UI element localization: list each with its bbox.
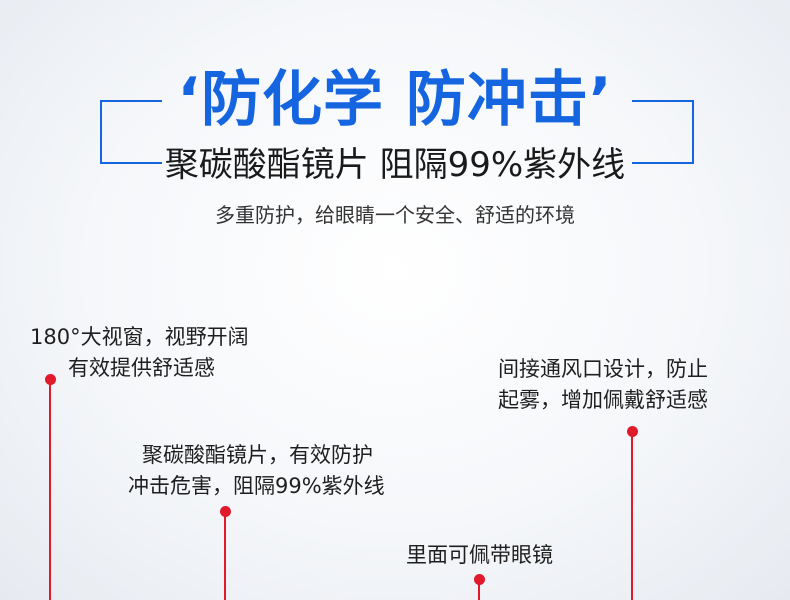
callout-ventilation: 间接通风口设计，防止 起雾，增加佩戴舒适感 (498, 354, 708, 416)
tagline: 多重防护，给眼睛一个安全、舒适的环境 (215, 203, 575, 227)
callout-wide-view: 180°大视窗，视野开阔 有效提供舒适感 (30, 322, 249, 384)
headline-bracket-right (632, 100, 694, 164)
callout-ventilation-line1: 间接通风口设计，防止 (498, 357, 708, 381)
callout-wide-view-dot (44, 374, 56, 385)
headline: ‘防化学 防冲击’ (177, 65, 613, 135)
callout-over-glasses-leader (478, 582, 480, 600)
callout-polycarbonate-lens-line2: 冲击危害，阻隔99%紫外线 (128, 474, 385, 498)
callout-over-glasses-dot (473, 574, 485, 585)
callout-ventilation-leader (631, 434, 633, 600)
headline-bracket-left (100, 100, 162, 164)
callout-over-glasses: 里面可佩带眼镜 (406, 540, 553, 571)
callout-wide-view-line2: 有效提供舒适感 (68, 356, 215, 380)
callout-over-glasses-line1: 里面可佩带眼镜 (406, 543, 553, 567)
callout-polycarbonate-lens-dot (219, 506, 231, 517)
subheadline: 聚碳酸酯镜片 阻隔99%紫外线 (164, 145, 626, 185)
callout-wide-view-line1: 180°大视窗，视野开阔 (30, 325, 249, 349)
callout-ventilation-line2: 起雾，增加佩戴舒适感 (498, 388, 708, 412)
callout-wide-view-leader (49, 382, 51, 600)
callout-ventilation-dot (626, 426, 638, 437)
callout-polycarbonate-lens-line1: 聚碳酸酯镜片，有效防护 (142, 443, 373, 467)
callout-polycarbonate-lens: 聚碳酸酯镜片，有效防护 冲击危害，阻隔99%紫外线 (128, 440, 385, 502)
callout-polycarbonate-lens-leader (224, 514, 226, 600)
